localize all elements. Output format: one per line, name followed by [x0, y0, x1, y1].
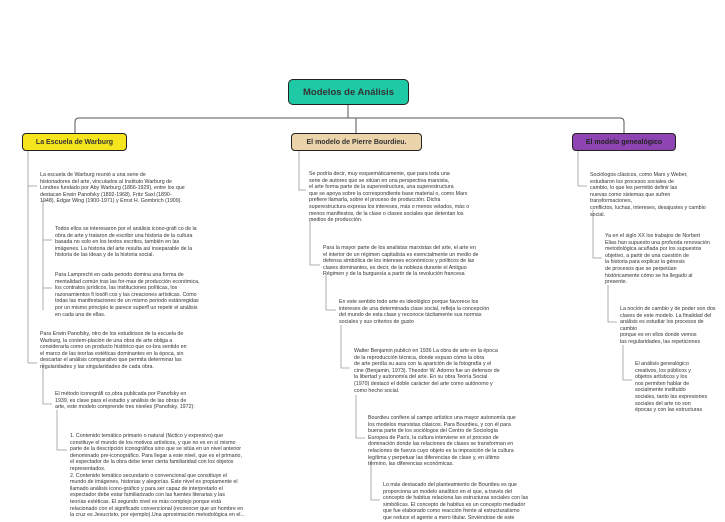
branch-label: El modelo de Pierre Bourdieu. [306, 138, 407, 146]
warburg-text-1: La escuela de Warburg reunió a una serie… [40, 172, 185, 205]
bourdieu-text-1: Se podría decir, muy esquemáticamente, q… [309, 171, 470, 224]
bourdieu-text-2: Para la mayor parte de los analistas mar… [323, 245, 479, 278]
connector-lines [27, 105, 632, 501]
genealogico-text-1: Sociólogos clásicos, como Marx y Weber, … [590, 172, 706, 218]
warburg-text-6: 1. Contenido temático primario o natural… [70, 433, 245, 519]
branch-label: La Escuela de Warburg [35, 138, 114, 146]
branch-bourdieu[interactable]: El modelo de Pierre Bourdieu. [291, 133, 422, 151]
genealogico-text-3: La noción de cambio y de poder son dos c… [620, 306, 716, 345]
root-node[interactable]: Modelos de Análisis [288, 79, 409, 105]
warburg-text-3: Para Lamprecht en cada periodo domina un… [55, 272, 200, 318]
root-label: Modelos de Análisis [303, 86, 394, 98]
warburg-text-5: El método iconográfi co,obra publicada p… [55, 391, 195, 411]
bourdieu-text-4: Walter Benjamin publicó en 1936 La obra … [354, 348, 500, 394]
bourdieu-text-5: Bourdieu confiere al campo artístico una… [368, 415, 516, 468]
warburg-text-2: Todos ellos se interesaron por el anális… [55, 226, 197, 259]
bourdieu-text-6: Lo más destacado del planteamiento de Bo… [383, 482, 529, 521]
bourdieu-text-3: En este sentido todo arte es ideológico … [339, 299, 490, 325]
warburg-text-4: Para Erwin Panofsky, otro de los estudio… [40, 331, 187, 370]
branch-genealogico[interactable]: El modelo genealógico [572, 133, 676, 151]
branch-label: El modelo genealógico [585, 138, 663, 146]
genealogico-text-2: Ya en el siglo XX los trabajos de Norber… [605, 233, 710, 286]
branch-warburg[interactable]: La Escuela de Warburg [22, 133, 127, 151]
genealogico-text-4: El análisis genealógico creativos, los p… [635, 361, 708, 414]
